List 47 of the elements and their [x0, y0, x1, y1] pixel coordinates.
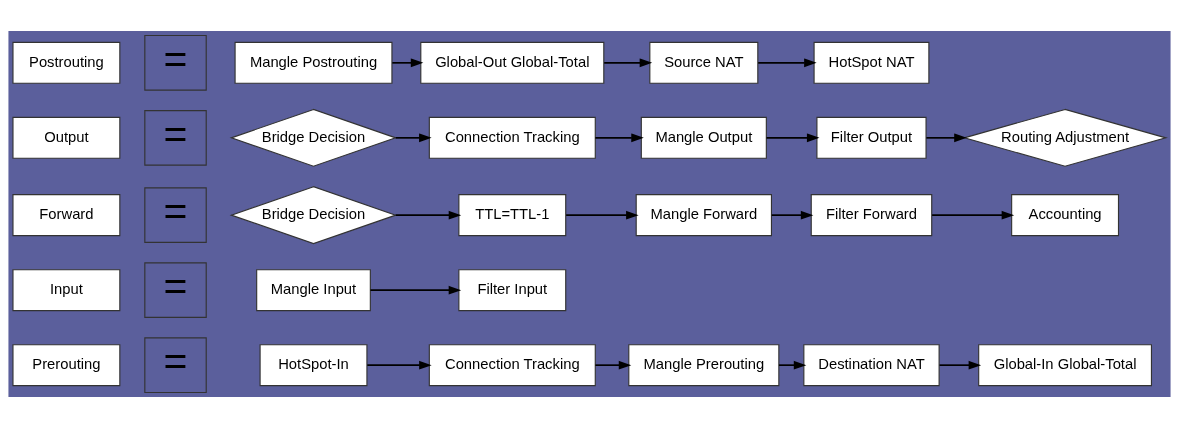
node-diamond: Bridge Decision	[229, 185, 398, 244]
node-box: Input	[12, 268, 121, 311]
arrow	[369, 285, 462, 295]
arrow	[603, 57, 653, 67]
node-box: Source NAT	[649, 41, 759, 84]
label: =	[163, 262, 188, 309]
arrow	[757, 57, 817, 67]
arrow	[594, 132, 644, 142]
node-box: Connection Tracking	[428, 343, 596, 386]
arrow	[778, 360, 807, 370]
node-box: Postrouting	[12, 41, 121, 84]
node-box: Filter Forward	[810, 193, 933, 236]
node-box: Filter Output	[816, 116, 927, 159]
node-box: Mangle Postrouting	[234, 41, 393, 84]
node-box: HotSpot NAT	[813, 41, 930, 84]
node-diamond: Bridge Decision	[229, 108, 398, 167]
node-box: Prerouting	[12, 343, 121, 386]
node-box: Mangle Prerouting	[628, 343, 780, 386]
label: =	[163, 337, 188, 384]
arrow	[925, 132, 967, 142]
arrow	[394, 132, 432, 142]
arrow	[565, 210, 639, 219]
node-box: Mangle Output	[640, 116, 767, 159]
node-box: Output	[12, 116, 121, 159]
node-diamond: Routing Adjustment	[962, 108, 1168, 167]
arrow	[938, 360, 982, 370]
node-box: Filter Input	[458, 268, 567, 311]
node-box: Forward	[12, 193, 121, 236]
label: =	[163, 110, 188, 157]
node-box: Accounting	[1011, 193, 1120, 236]
arrow	[391, 57, 424, 67]
label: =	[163, 35, 188, 82]
node-box: Global-Out Global-Total	[420, 41, 605, 84]
node-box: TTL=TTL-1	[458, 193, 567, 236]
arrow	[394, 210, 462, 219]
node-box: HotSpot-In	[259, 343, 368, 386]
arrow	[765, 132, 820, 142]
node-box: Mangle Forward	[635, 193, 773, 236]
node-box: Destination NAT	[803, 343, 940, 386]
arrow	[770, 210, 814, 219]
arrow	[594, 360, 632, 370]
arrow	[931, 210, 1015, 219]
node-box: Global-In Global-Total	[978, 343, 1153, 386]
label: =	[163, 187, 188, 234]
arrow	[366, 360, 432, 370]
node-box: Mangle Input	[256, 268, 371, 311]
node-box: Connection Tracking	[428, 116, 596, 159]
